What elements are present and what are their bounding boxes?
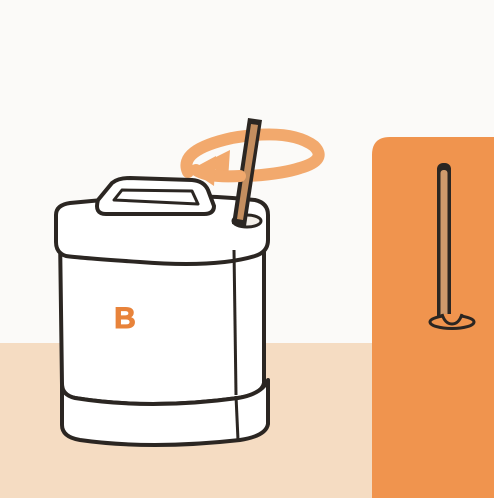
container-letter: B [114,302,136,335]
next-step-panel [372,137,494,498]
